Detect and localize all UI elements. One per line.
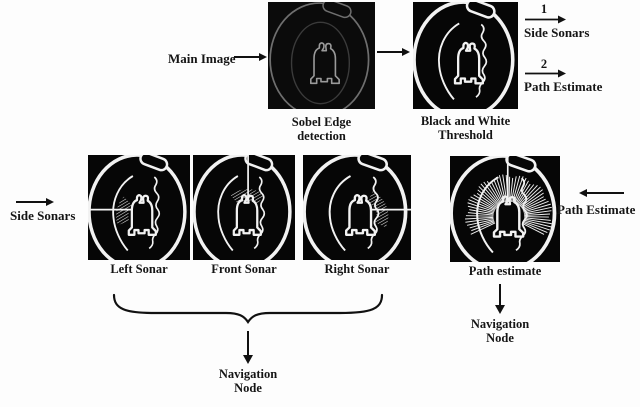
sobel-caption: Sobel Edge detection	[266, 115, 377, 143]
arrow-right-icon	[525, 69, 566, 78]
branch1-label: Side Sonars	[524, 25, 590, 40]
path-estimate-input-label: Path Estimate	[557, 202, 636, 217]
path-estimate-image	[450, 156, 560, 262]
curly-brace-icon	[112, 293, 384, 324]
arrow-down-icon	[243, 331, 253, 364]
left-sonar-caption: Left Sonar	[110, 262, 168, 276]
path-navigation-node-label: Navigation Node	[450, 317, 550, 345]
sonar-navigation-node-label: Navigation Node	[198, 367, 298, 395]
arrow-right-icon	[234, 53, 267, 61]
threshold-caption-line2: Threshold	[438, 127, 493, 142]
sobel-edge-image	[268, 2, 375, 109]
sobel-caption-line1: Sobel Edge	[291, 115, 352, 129]
right-sonar-image	[303, 155, 411, 260]
left-sonar-image	[88, 155, 190, 260]
branch1-number: 1	[540, 2, 548, 16]
arrow-right-icon	[16, 198, 54, 206]
arrow-down-icon	[495, 284, 505, 314]
branch2-label: Path Estimate	[524, 79, 603, 94]
arrow-right-icon	[377, 48, 410, 56]
threshold-caption: Black and White Threshold	[403, 114, 528, 142]
branch2-number: 2	[540, 57, 548, 71]
path-nav-node-line2: Node	[486, 331, 514, 345]
sonar-nav-node-line1: Navigation	[218, 367, 278, 381]
front-sonar-caption: Front Sonar	[211, 262, 277, 276]
sobel-caption-line2: detection	[297, 128, 346, 143]
main-image-label: Main Image	[168, 51, 236, 66]
path-nav-node-line1: Navigation	[470, 317, 530, 331]
arrow-left-icon	[579, 189, 624, 197]
path-estimate-caption: Path estimate	[468, 264, 542, 278]
arrow-right-icon	[525, 15, 566, 24]
right-sonar-caption: Right Sonar	[324, 262, 390, 276]
threshold-caption-line1: Black and White	[420, 114, 511, 128]
side-sonars-input-label: Side Sonars	[10, 208, 76, 223]
bw-threshold-image	[413, 2, 518, 109]
sonar-nav-node-line2: Node	[234, 381, 262, 395]
front-sonar-image	[193, 155, 295, 260]
